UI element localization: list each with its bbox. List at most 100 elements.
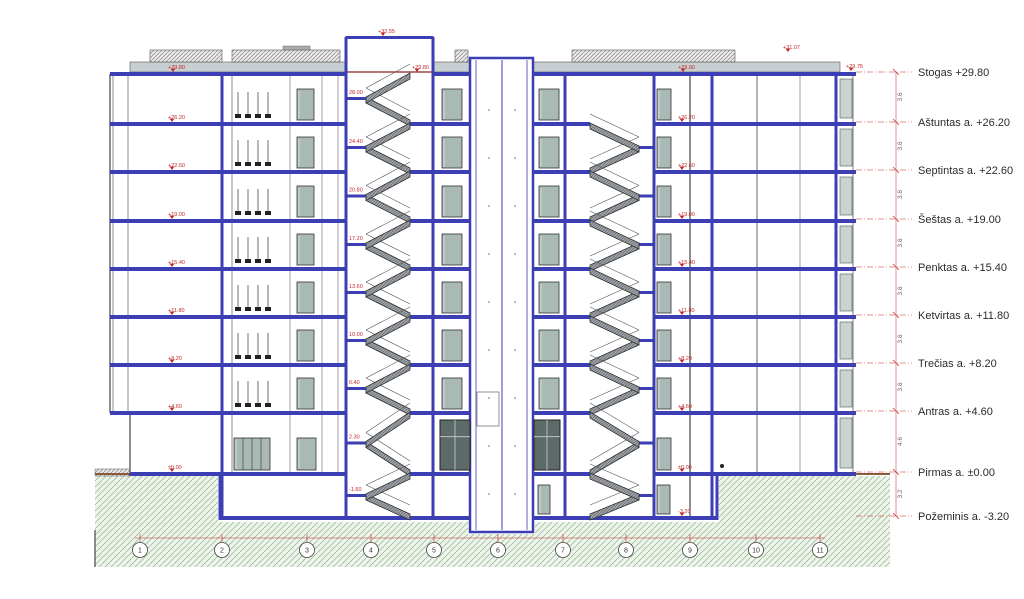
stair-railing (589, 281, 640, 305)
sanitary-fixture (265, 259, 271, 263)
floor-slab (410, 122, 470, 126)
elevator-guide-dot (488, 349, 490, 351)
axis-bubble (812, 542, 828, 558)
level-label: Požeminis a. -3.20 (918, 511, 1009, 523)
door (296, 281, 315, 314)
door (656, 136, 672, 169)
floor-elevation-mark: +11.80 (678, 308, 695, 314)
elevator-guide-dot (488, 253, 490, 255)
stair-railing (589, 402, 640, 433)
floor-slab (639, 194, 654, 198)
sanitary-fixture (235, 114, 241, 118)
axis-label: 3 (305, 548, 309, 555)
floor-elevation-mark: +22.60 (678, 163, 695, 169)
elevation-marker-icon (169, 407, 175, 411)
level-tick (892, 359, 900, 367)
stair-railing (589, 377, 640, 401)
elevation-marker-icon (679, 263, 685, 267)
floor-slab (410, 411, 470, 415)
floor-slab (533, 516, 717, 520)
sanitary-fixture (265, 355, 271, 359)
door (537, 484, 551, 515)
level-label: Pirmas a. ±0.00 (918, 467, 995, 479)
stair-tower-roof-slab (346, 36, 433, 39)
level-label: Penktas a. +15.40 (918, 262, 1007, 274)
door (296, 377, 315, 410)
stair-flight (365, 122, 411, 153)
roof-band (432, 61, 471, 73)
floor-slab (433, 72, 470, 76)
level-tick (892, 166, 900, 174)
sanitary-fixture (265, 162, 271, 166)
top-elevation-mark: +29.75 (846, 64, 863, 70)
floor-slab (533, 267, 590, 271)
floor-elevation-mark: +8.20 (168, 356, 182, 362)
floor-slab (639, 243, 654, 246)
stair-railing (589, 306, 640, 331)
stair-railing (589, 484, 640, 506)
facade-glazing (839, 225, 853, 264)
floor-slab (346, 97, 366, 100)
elevation-marker-icon (679, 166, 685, 170)
door (441, 329, 463, 362)
elevator-guide-dot (488, 301, 490, 303)
elevator-guide-dot (514, 301, 516, 303)
floor-slab (639, 494, 654, 497)
sanitary-fixture (245, 403, 251, 407)
sanitary-fixture (255, 259, 261, 263)
level-label: Stogas +29.80 (918, 67, 989, 79)
stair-railing (589, 161, 640, 186)
door (441, 377, 463, 410)
sanitary-fixture (255, 307, 261, 311)
axis-bubble (426, 542, 442, 558)
elevator-guide-dot (488, 493, 490, 495)
elevator-car (476, 391, 500, 427)
storey-height-label: 3.6 (897, 92, 904, 101)
elevator-guide-dot (514, 445, 516, 447)
axis-label: 10 (752, 548, 760, 555)
door (656, 281, 672, 314)
stair-railing (589, 329, 640, 353)
stair-landing-mark: 20.80 (349, 188, 363, 194)
axis-label: 2 (220, 548, 224, 555)
sanitary-fixture (235, 403, 241, 407)
floor-slab (654, 170, 856, 174)
stair-flight (365, 472, 411, 501)
sanitary-fixture (245, 355, 251, 359)
sanitary-fixture (255, 114, 261, 118)
level-tick (892, 68, 900, 76)
stair-flight (365, 315, 411, 346)
facade-glazing (839, 273, 853, 312)
level-tick (892, 215, 900, 223)
storey-height-label: 3.2 (897, 489, 904, 498)
floor-elevation-mark: +15.40 (678, 260, 695, 266)
level-label: Aštuntas a. +26.20 (918, 117, 1010, 129)
stair-flight (365, 242, 411, 272)
elevator-guide-dot (514, 397, 516, 399)
storey-height-label: 3.6 (897, 286, 904, 295)
sanitary-fixture (245, 211, 251, 215)
floor-elevation-mark: +19.00 (168, 212, 185, 218)
floor-slab (533, 72, 856, 76)
elevation-marker-icon (679, 215, 685, 219)
elevation-marker-icon (169, 468, 175, 472)
facade-glazing (839, 78, 853, 119)
axis-label: 6 (496, 548, 500, 555)
floor-elevation-mark: -3.20 (678, 509, 691, 515)
elevator-guide-dot (488, 109, 490, 111)
elevation-marker-icon (170, 68, 176, 72)
elevation-marker-icon (380, 32, 386, 36)
door (656, 185, 672, 218)
door (538, 185, 560, 218)
door (656, 88, 672, 121)
axis-label: 11 (816, 548, 823, 555)
stair-railing (365, 281, 411, 305)
floor-slab (346, 387, 366, 390)
facade-glazing (839, 128, 853, 167)
sanitary-fixture (265, 211, 271, 215)
top-elevation-mark: +29.80 (412, 65, 429, 71)
floor-slab (110, 267, 346, 271)
